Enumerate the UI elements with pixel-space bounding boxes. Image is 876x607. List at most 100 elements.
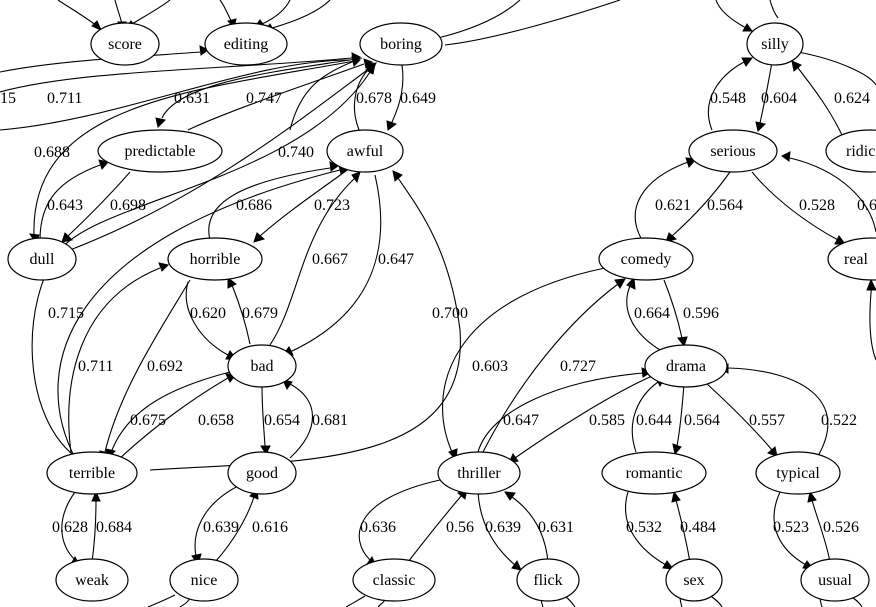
edge-label: 0.585 xyxy=(589,412,625,429)
node-label: romantic xyxy=(626,465,683,482)
node-thriller: thriller xyxy=(437,451,521,495)
edge-label: 0.686 xyxy=(236,197,272,214)
node-bad: bad xyxy=(227,344,297,388)
edge-label: 0.727 xyxy=(560,358,596,375)
node-ridic: ridic xyxy=(825,129,876,173)
edge-label: 0.631 xyxy=(174,90,210,107)
edge-bad-horrible-0679 xyxy=(227,277,251,345)
edge-label: 0.675 xyxy=(130,412,166,429)
edge-usual-typical-0526 xyxy=(807,490,831,563)
edge-bad-awful-0667 xyxy=(269,171,361,346)
node-label: sex xyxy=(683,572,704,589)
edge-label: 0.688 xyxy=(34,144,70,161)
edge-label: 0.715 xyxy=(48,305,84,322)
node-label: drama xyxy=(666,358,706,375)
edge-label: 0.639 xyxy=(203,519,239,536)
edge-nice-offscreen xyxy=(147,594,176,607)
node-label: ridic xyxy=(846,143,875,160)
edge-label: 0.658 xyxy=(198,412,234,429)
edge-drama-comedy-0664 xyxy=(626,276,661,351)
edge-label: 0.564 xyxy=(707,197,743,214)
edge-label: 0.621 xyxy=(655,197,691,214)
edge-left-to-boring xyxy=(0,52,361,93)
edge-label: 0.526 xyxy=(823,519,859,536)
edge-offscreen-score-a xyxy=(57,0,102,31)
edge-label: 0.649 xyxy=(400,90,436,107)
node-label: score xyxy=(108,36,142,53)
node-label: real xyxy=(844,251,869,268)
edge-offscreen-editing-c xyxy=(262,0,331,32)
edge-label: 0.628 xyxy=(52,519,88,536)
edge-label: 0.667 xyxy=(312,251,348,268)
node-label: boring xyxy=(380,36,422,53)
node-label: awful xyxy=(347,143,384,160)
edge-label: 0.643 xyxy=(47,197,83,214)
node-label: comedy xyxy=(621,251,672,268)
edge-boring-predictable-0631 xyxy=(155,57,363,128)
edge-label: 0.620 xyxy=(190,305,226,322)
node-label: editing xyxy=(224,36,268,53)
edge-label: 0.700 xyxy=(432,305,468,322)
node-usual: usual xyxy=(800,558,870,602)
edge-awful-horrible-0723 xyxy=(253,167,351,243)
node-label: flick xyxy=(533,572,562,589)
edge-label: 0.548 xyxy=(710,90,746,107)
node-drama: drama xyxy=(644,344,728,388)
edge-label: 0.723 xyxy=(314,197,350,214)
edge-bad-good-0654 xyxy=(260,384,271,456)
node-nice: nice xyxy=(169,558,239,602)
edge-predictable-dull-0698 xyxy=(61,171,131,243)
node-label: predictable xyxy=(124,143,195,160)
edge-label: 0.631 xyxy=(538,519,574,536)
node-editing: editing xyxy=(204,22,288,66)
edge-label: 0.711 xyxy=(78,358,113,375)
node-label: weak xyxy=(75,572,109,589)
edge-comedy-drama-0596 xyxy=(663,279,688,348)
edge-boring-awful-0649 xyxy=(386,64,404,131)
node-label: classic xyxy=(373,572,416,589)
node-horrible: horrible xyxy=(167,237,263,281)
edge-label: 0.528 xyxy=(799,197,835,214)
edge-offscreen-silly-b xyxy=(769,0,779,19)
node-predictable: predictable xyxy=(97,129,223,173)
edge-offscreen-silly-a xyxy=(715,0,753,32)
edge-label: 0.684 xyxy=(96,519,132,536)
node-silly: silly xyxy=(746,22,804,66)
edge-label: 0.740 xyxy=(278,144,314,161)
edge-classic-offscreen xyxy=(345,595,366,607)
edge-sex-romantic-0484 xyxy=(671,490,691,563)
edge-label: 0.6 xyxy=(857,197,876,214)
edge-flick-thriller-0631 xyxy=(504,491,549,563)
edge-label: 0.678 xyxy=(356,90,392,107)
node-sex: sex xyxy=(665,558,723,602)
edge-ridic-silly-0624 xyxy=(791,60,843,136)
edge-typical-drama-0522 xyxy=(718,363,829,457)
edge-offscreen-boring-b xyxy=(444,0,621,46)
edge-offscreen-usual xyxy=(851,596,863,607)
edge-label: 0.624 xyxy=(834,90,870,107)
edge-romantic-sex-0532 xyxy=(625,491,675,570)
node-romantic: romantic xyxy=(601,451,707,495)
edge-horrible-awful-0686 xyxy=(208,161,339,241)
edge-label: 0.679 xyxy=(242,305,278,322)
edge-labels: 15 0.711 0.631 0.747 0.678 0.649 0.548 0… xyxy=(0,90,876,536)
node-real: real xyxy=(827,237,876,281)
edge-label: 0.484 xyxy=(680,519,716,536)
edge-offscreen-flick xyxy=(565,596,576,607)
edge-label: 0.596 xyxy=(683,305,719,322)
node-awful: awful xyxy=(326,129,404,173)
edge-drama-romantic-0564 xyxy=(672,383,685,456)
node-boring: boring xyxy=(359,22,443,66)
edge-weak-terrible-0684 xyxy=(91,490,101,563)
edge-label: 0.639 xyxy=(485,519,521,536)
edge-thriller-drama-0647 xyxy=(477,367,653,453)
edge-label: 0.747 xyxy=(246,90,282,107)
node-flick: flick xyxy=(516,558,580,602)
edge-label: 0.664 xyxy=(634,305,670,322)
node-label: typical xyxy=(776,465,820,482)
edge-silly-serious-0604 xyxy=(755,61,773,132)
edge-serious-silly-0548 xyxy=(707,57,753,131)
edge-label: 0.532 xyxy=(626,519,662,536)
edge-label: 0.647 xyxy=(503,412,539,429)
